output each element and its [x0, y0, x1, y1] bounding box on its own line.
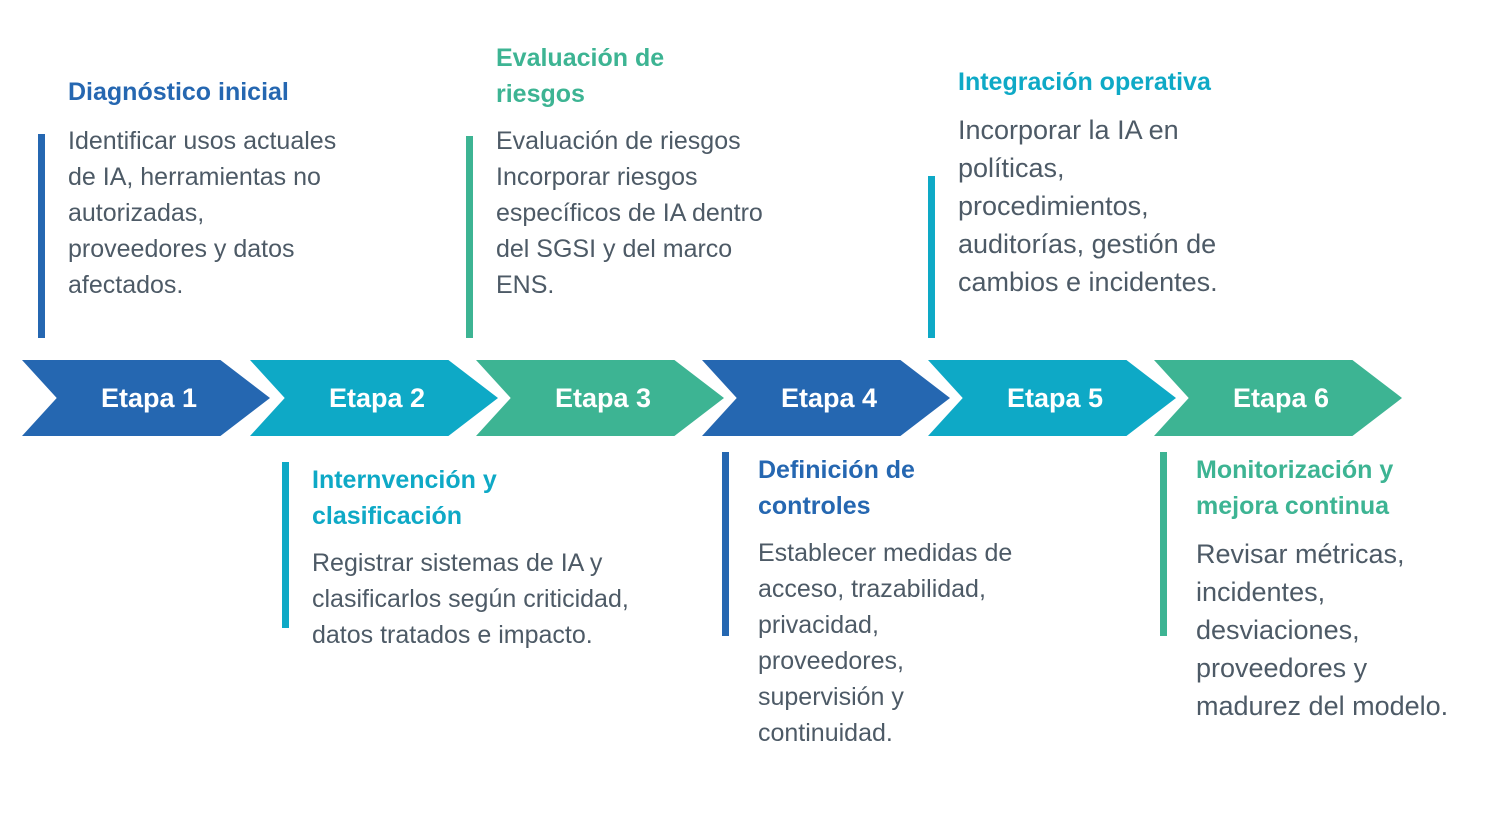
- stage-chevron-1: Etapa 1: [22, 360, 270, 436]
- stage-label: Etapa 6: [1232, 382, 1330, 413]
- step-2-title: Internvención y clasificación: [312, 466, 497, 530]
- step-4-title: Definición de controles: [758, 456, 915, 520]
- stage-label: Etapa 1: [100, 382, 198, 413]
- step-6-bar: [1160, 452, 1167, 636]
- step-5-bar: [928, 176, 935, 338]
- step-4-bar: [722, 452, 729, 636]
- step-3-bar: [466, 136, 473, 338]
- step-1-title: Diagnóstico inicial: [68, 78, 289, 106]
- step-3-title: Evaluación de riesgos: [496, 44, 665, 108]
- stage-label: Etapa 4: [780, 382, 878, 413]
- step-2-bar: [282, 462, 289, 628]
- stage-label: Etapa 3: [554, 382, 652, 413]
- step-4-description: Establecer medidas de acceso, trazabilid…: [758, 539, 1013, 747]
- stage-label: Etapa 5: [1006, 382, 1104, 413]
- step-6-title: Monitorización y mejora continua: [1196, 456, 1394, 520]
- step-5-title: Integración operativa: [958, 68, 1211, 96]
- stage-chevron-3: Etapa 3: [476, 360, 724, 436]
- step-1-bar: [38, 134, 45, 338]
- step-1-description: Identificar usos actuales de IA, herrami…: [68, 127, 337, 299]
- step-5-description: Incorporar la IA en políticas, procedimi…: [958, 115, 1218, 297]
- stage-chevron-2: Etapa 2: [250, 360, 498, 436]
- step-6-description: Revisar métricas, incidentes, desviacion…: [1196, 539, 1449, 721]
- step-3-description: Evaluación de riesgos Incorporar riesgos…: [496, 127, 763, 299]
- step-2-description: Registrar sistemas de IA y clasificarlos…: [312, 549, 629, 649]
- stage-chevron-5: Etapa 5: [928, 360, 1176, 436]
- stage-label: Etapa 2: [328, 382, 426, 413]
- stage-chevron-4: Etapa 4: [702, 360, 950, 436]
- stage-chevron-6: Etapa 6: [1154, 360, 1402, 436]
